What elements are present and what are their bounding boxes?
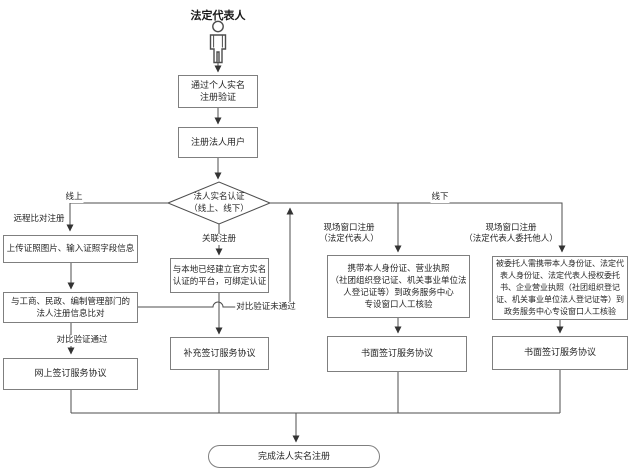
edge-label-associate-register: 关联注册 [200, 234, 238, 245]
process-online-sign-agreement: 网上签订服务协议 [3, 358, 138, 390]
edge-label-online: 线上 [64, 192, 84, 203]
edge-label-compare-pass: 对比验证通过 [55, 335, 109, 346]
process-written-sign-delegate: 书面签订服务协议 [492, 336, 628, 370]
edge-label-compare-fail: 对比验证未通过 [235, 302, 297, 313]
actor-title: 法定代表人 [190, 9, 246, 22]
decision-realname-auth: 法人实名认证 （线上、线下） [189, 192, 249, 214]
process-supplement-sign-agreement: 补充签订服务协议 [170, 337, 269, 370]
process-written-sign-self: 书面签订服务协议 [327, 336, 467, 372]
process-upload-certificate: 上传证照图片、输入证照字段信息 [3, 235, 138, 263]
process-register-legal-user: 注册法人用户 [178, 127, 258, 158]
edge-label-remote-register: 远程比对注册 [13, 214, 65, 224]
process-bind-platform: 与本地已经建立官方实名 认证的平台，可绑定认证 [170, 258, 269, 293]
process-onsite-delegate-verification: 被委托人需携带本人身份证、法定代 表人身份证、法定代表人授权委托 书、企业营业执… [492, 256, 628, 320]
edge-label-window-delegate: 现场窗口注册 （法定代表人委托他人） [464, 223, 558, 244]
process-compare-registration-info: 与工商、民政、编制管理部门的 法人注册信息比对 [3, 292, 138, 323]
person-icon [209, 20, 227, 64]
process-onsite-self-verification: 携带本人身份证、营业执照 （社团组织登记证、机关事业单位法 人登记证等）到政务服… [327, 255, 470, 318]
terminator-finish-registration: 完成法人实名注册 [208, 445, 380, 468]
edge-label-offline: 线下 [430, 192, 450, 203]
edge-label-window-self: 现场窗口注册 （法定代表人） [319, 223, 379, 244]
process-verify-personal: 通过个人实名 注册验证 [178, 75, 258, 108]
